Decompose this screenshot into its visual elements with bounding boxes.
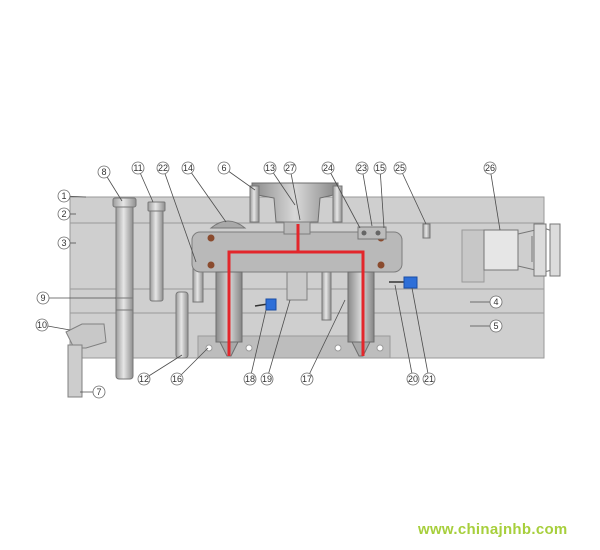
callout-label-4: 4 bbox=[493, 297, 498, 307]
callout-label-18: 18 bbox=[245, 374, 255, 384]
callout-label-1: 1 bbox=[61, 191, 66, 201]
callout-27: 27 bbox=[283, 161, 297, 175]
callout-15: 15 bbox=[373, 161, 387, 175]
callout-label-15: 15 bbox=[375, 163, 385, 173]
callout-label-7: 7 bbox=[96, 387, 101, 397]
callout-9: 9 bbox=[36, 291, 50, 305]
callout-label-17: 17 bbox=[302, 374, 312, 384]
callout-label-6: 6 bbox=[221, 163, 226, 173]
callout-17: 17 bbox=[300, 372, 314, 386]
parting-slot bbox=[197, 335, 391, 359]
callout-7: 7 bbox=[92, 385, 106, 399]
callout-21: 21 bbox=[422, 372, 436, 386]
thermocouple-connector-left bbox=[254, 298, 277, 311]
heater-left-bottom bbox=[207, 261, 215, 269]
melt-channel bbox=[227, 224, 365, 356]
callout-label-12: 12 bbox=[139, 374, 149, 384]
callout-label-3: 3 bbox=[61, 238, 66, 248]
leader-line-23 bbox=[361, 167, 373, 227]
screw-12 bbox=[175, 291, 189, 359]
junction-box-26 bbox=[483, 223, 561, 277]
leader-line-14 bbox=[187, 167, 227, 223]
screw-25 bbox=[422, 223, 431, 239]
leader-line-15 bbox=[379, 167, 385, 229]
watermark-text: www.chinajnhb.com bbox=[418, 521, 568, 538]
callout-leader-lines bbox=[41, 167, 501, 393]
leader-line-20 bbox=[394, 284, 414, 380]
lever-handle bbox=[65, 323, 107, 398]
sprue-bushing bbox=[249, 182, 343, 301]
callout-label-16: 16 bbox=[172, 374, 182, 384]
callout-label-14: 14 bbox=[183, 163, 193, 173]
callout-4: 4 bbox=[489, 295, 503, 309]
callout-25: 25 bbox=[393, 161, 407, 175]
locating-ring-14 bbox=[209, 220, 247, 229]
callout-label-27: 27 bbox=[285, 163, 295, 173]
callout-label-26: 26 bbox=[485, 163, 495, 173]
callout-20: 20 bbox=[406, 372, 420, 386]
callout-8: 8 bbox=[97, 165, 111, 179]
leader-line-13 bbox=[269, 167, 296, 206]
leader-line-24 bbox=[327, 167, 361, 229]
leader-line-25 bbox=[399, 167, 427, 225]
callout-24: 24 bbox=[321, 161, 335, 175]
connector-block-23 bbox=[357, 226, 387, 240]
callout-label-5: 5 bbox=[493, 321, 498, 331]
callout-1: 1 bbox=[57, 189, 71, 203]
guide-pin-8 bbox=[112, 197, 137, 380]
heater-left-top bbox=[207, 234, 215, 242]
callout-label-23: 23 bbox=[357, 163, 367, 173]
leader-line-27 bbox=[289, 167, 301, 221]
callout-label-21: 21 bbox=[424, 374, 434, 384]
leader-line-18 bbox=[249, 309, 267, 380]
callout-3: 3 bbox=[57, 236, 71, 250]
callout-11: 11 bbox=[131, 161, 145, 175]
thermocouple-connector-right bbox=[389, 276, 418, 289]
callout-label-24: 24 bbox=[323, 163, 333, 173]
callout-6: 6 bbox=[217, 161, 231, 175]
gate-holes bbox=[205, 344, 384, 352]
callout-label-9: 9 bbox=[40, 293, 45, 303]
leader-line-21 bbox=[411, 287, 430, 380]
mold-right-block bbox=[461, 229, 485, 283]
leader-line-12 bbox=[143, 354, 183, 380]
callout-label-20: 20 bbox=[408, 374, 418, 384]
callout-22: 22 bbox=[156, 161, 170, 175]
heater-right-bottom bbox=[377, 261, 385, 269]
callout-23: 23 bbox=[355, 161, 369, 175]
callout-12: 12 bbox=[137, 372, 151, 386]
leader-line-17 bbox=[306, 299, 346, 380]
callout-label-2: 2 bbox=[61, 209, 66, 219]
leader-line-26 bbox=[489, 167, 501, 231]
leader-line-19 bbox=[266, 299, 291, 380]
callout-14: 14 bbox=[181, 161, 195, 175]
callout-label-8: 8 bbox=[101, 167, 106, 177]
callout-label-10: 10 bbox=[37, 320, 47, 330]
callout-26: 26 bbox=[483, 161, 497, 175]
callout-label-13: 13 bbox=[265, 163, 275, 173]
callout-label-22: 22 bbox=[158, 163, 168, 173]
callout-5: 5 bbox=[489, 319, 503, 333]
leader-line-16 bbox=[176, 347, 209, 380]
callout-16: 16 bbox=[170, 372, 184, 386]
leader-line-22 bbox=[162, 167, 197, 263]
callout-2: 2 bbox=[57, 207, 71, 221]
callout-label-19: 19 bbox=[262, 374, 272, 384]
callout-10: 10 bbox=[35, 318, 49, 332]
callout-18: 18 bbox=[243, 372, 257, 386]
callout-13: 13 bbox=[263, 161, 277, 175]
callout-label-25: 25 bbox=[395, 163, 405, 173]
callout-label-11: 11 bbox=[133, 163, 142, 173]
screw-11 bbox=[147, 201, 166, 302]
callout-19: 19 bbox=[260, 372, 274, 386]
